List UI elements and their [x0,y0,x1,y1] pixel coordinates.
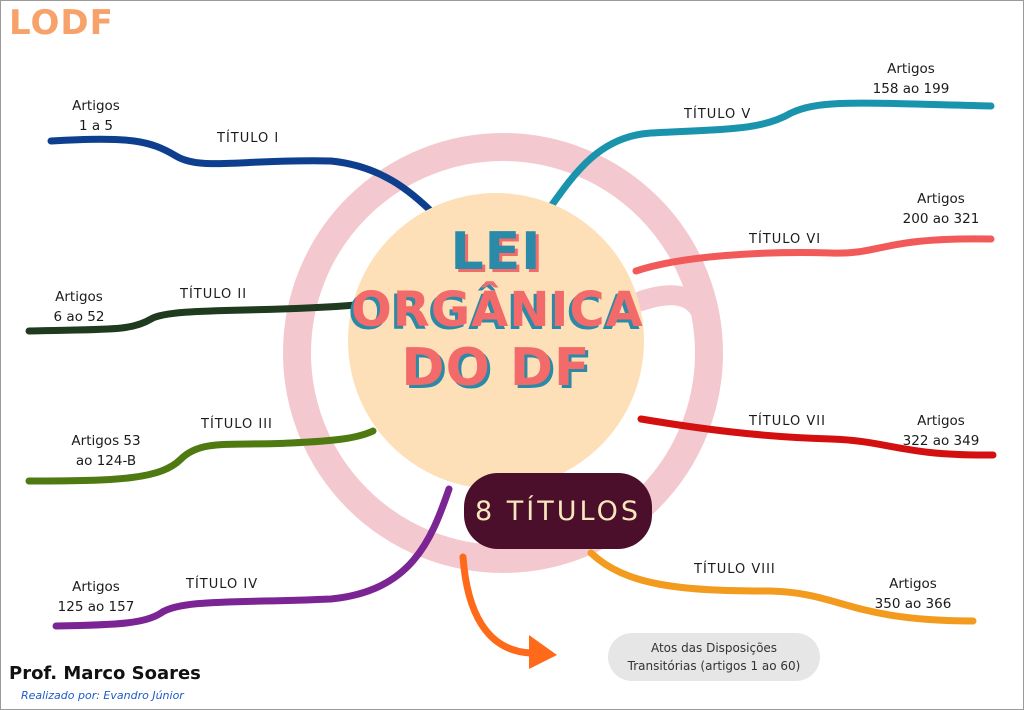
branch-title-viii: TÍTULO VIII [694,562,776,577]
note-line2: Transitórias (artigos 1 ao 60) [627,659,801,673]
branch-titulo-v [545,99,995,213]
branch-titulo-ii [25,301,360,335]
ring-inner-arc [631,285,716,341]
branch-titulo-vii [637,415,997,459]
arrow-to-note [459,553,535,657]
titles-count-badge: 8 TÍTULOS [464,473,652,549]
branch-title-v: TÍTULO V [684,107,752,122]
branch-titulo-vi [632,235,995,275]
branch-title-vii: TÍTULO VII [749,414,826,429]
center-circle [348,193,644,489]
branch-titulo-viii [587,549,977,625]
branch-titulo-iii [25,427,377,485]
branch-titulo-i [47,135,440,220]
branch-title-i: TÍTULO I [217,131,280,146]
note-line1: Atos das Disposições [650,641,778,655]
center-title-line3: DO DF [401,338,591,398]
branch-title-iii: TÍTULO III [201,417,273,432]
branch-title-ii: TÍTULO II [180,287,248,302]
background-ring [283,133,723,573]
brand-logo: LODF [9,3,114,43]
center-title-line1: LEI [450,222,542,282]
branch-title-iv: TÍTULO IV [186,577,259,592]
author-name: Prof. Marco Soares [9,663,201,684]
branch-title-vi: TÍTULO VI [749,232,822,247]
arrow-head-icon [529,635,557,669]
center-title-line2: ORGÂNICA [351,282,644,338]
branch-titulo-iv [52,485,453,630]
transitional-acts-note: Atos das Disposições Transitórias (artig… [608,633,820,681]
credit-line: Realizado por: Evandro Júnior [21,689,184,702]
